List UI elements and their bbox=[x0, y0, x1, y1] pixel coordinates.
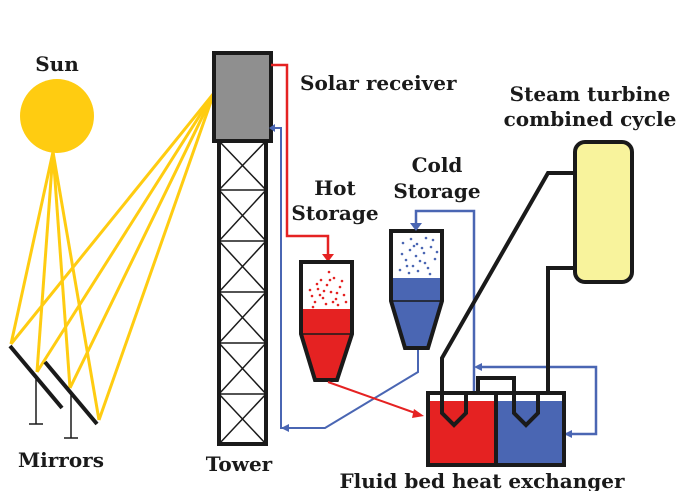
solar-receiver-icon bbox=[212, 51, 273, 143]
sun-icon bbox=[20, 79, 94, 153]
tower-label: Tower bbox=[206, 452, 273, 476]
cold-storage-label-2: Storage bbox=[393, 179, 480, 203]
hot-storage-label-2: Storage bbox=[291, 201, 378, 225]
turbine-return-arrow-1 bbox=[474, 363, 482, 371]
cold-return-arrow-1 bbox=[269, 124, 275, 132]
cold-return-arrow-2 bbox=[281, 424, 289, 432]
hot-storage-label-1: Hot bbox=[314, 176, 356, 200]
heat-exchanger-label: Fluid bed heat exchanger bbox=[339, 469, 625, 491]
turbine-label-1: Steam turbine bbox=[510, 82, 671, 106]
hot-to-exchanger-arrow bbox=[412, 409, 424, 418]
sun-rays bbox=[9, 151, 101, 421]
turbine-return-arrow-2 bbox=[564, 430, 572, 438]
cold-return-line bbox=[273, 127, 419, 429]
reflected-rays bbox=[9, 92, 216, 421]
hot-flow-line bbox=[271, 63, 330, 256]
hot-storage-tank bbox=[299, 260, 354, 382]
hot-to-exchanger-line bbox=[327, 381, 419, 415]
hot-flow-arrow bbox=[322, 254, 334, 262]
heat-exchanger-icon bbox=[426, 376, 566, 467]
steam-lines bbox=[440, 171, 575, 395]
exchanger-to-cold-arrow bbox=[410, 223, 422, 231]
solar-receiver-label: Solar receiver bbox=[300, 71, 457, 95]
tower-icon bbox=[217, 139, 268, 446]
cold-storage-label-1: Cold bbox=[412, 153, 463, 177]
cold-storage-tank bbox=[389, 229, 444, 350]
mirrors-icon bbox=[8, 344, 99, 439]
turbine-return-line bbox=[478, 365, 598, 436]
mirrors-label: Mirrors bbox=[18, 448, 104, 472]
turbine-label-2: combined cycle bbox=[504, 107, 677, 131]
steam-turbine-icon bbox=[573, 140, 634, 284]
sun-label: Sun bbox=[35, 52, 79, 76]
